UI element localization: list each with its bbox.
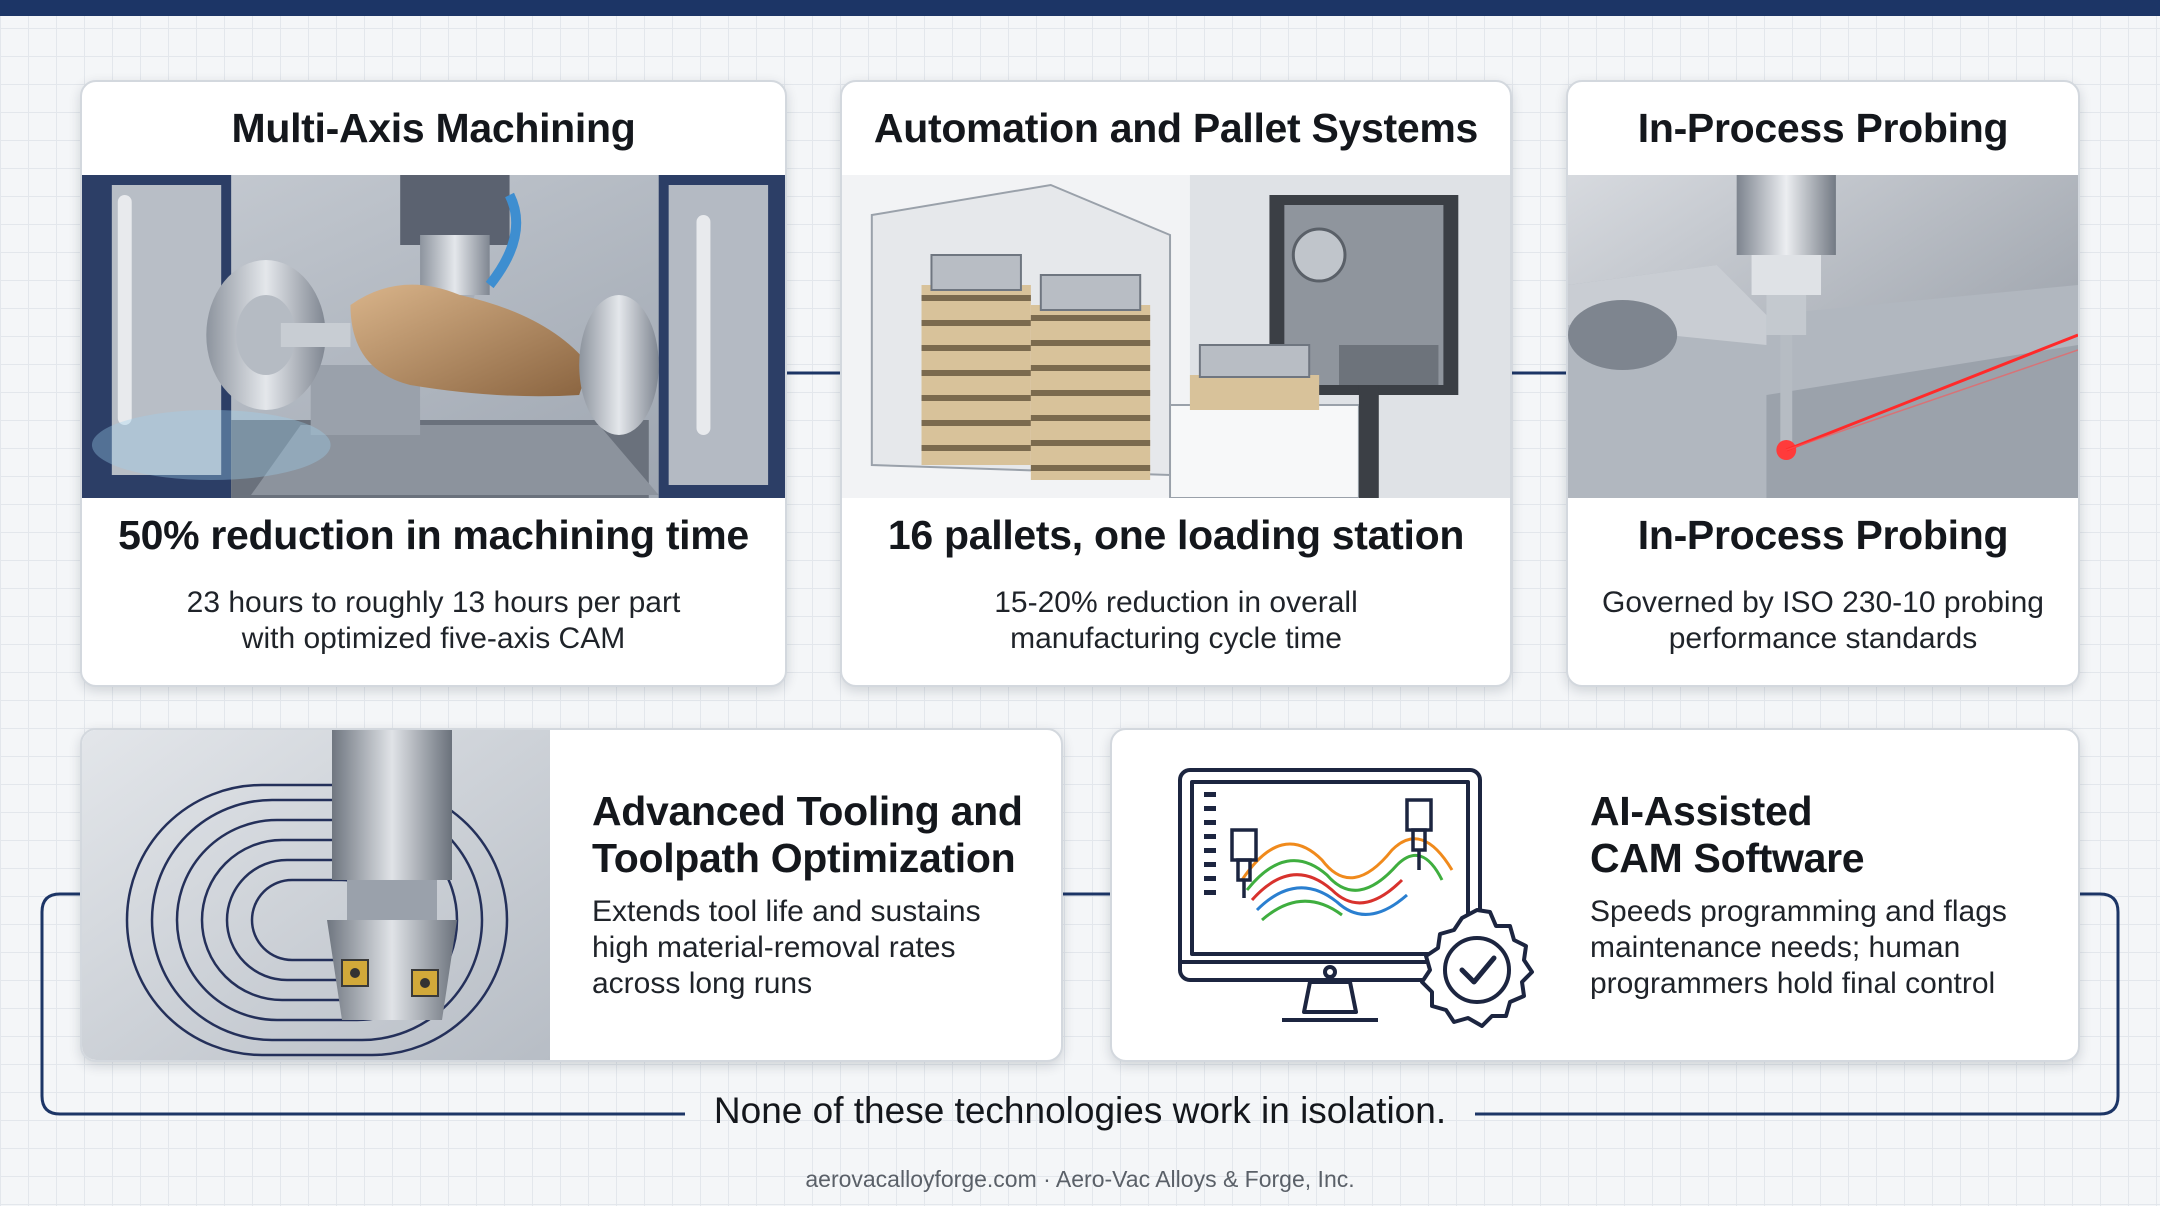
card-title: Multi-Axis Machining: [231, 105, 636, 151]
probing-image: [1568, 175, 2078, 498]
card-title: Automation and Pallet Systems: [873, 105, 1479, 151]
pallet-system-image: [842, 175, 1510, 498]
card-stat: 50% reduction in machining time: [118, 512, 749, 558]
footer-note: None of these technologies work in isola…: [713, 1090, 1447, 1131]
site-credit: aerovacalloyforge.com · Aero-Vac Alloys …: [805, 1166, 1355, 1192]
card-advanced-tooling: Advanced Tooling and Toolpath Optimizati…: [80, 728, 1063, 1062]
card-stat: In-Process Probing: [1637, 512, 2009, 558]
card-ai-cam-software: AI-Assisted CAM Software Speeds programm…: [1110, 728, 2080, 1062]
card-description: Extends tool life and sustains high mate…: [592, 895, 981, 1000]
card-description: 15-20% reduction in overall manufacturin…: [994, 586, 1358, 655]
monitor-cam-gear-check-icon: [1112, 730, 1580, 1060]
card-in-process-probing: In-Process Probing In-Proc: [1566, 80, 2080, 687]
card-description: Governed by ISO 230-10 probing performan…: [1602, 586, 2044, 655]
card-automation-pallet-systems: Automation and Pallet Systems: [840, 80, 1512, 687]
card-title: AI-Assisted CAM Software: [1590, 788, 1865, 881]
card-stat: 16 pallets, one loading station: [887, 512, 1465, 558]
card-multi-axis-machining: Multi-Axis Machining: [80, 80, 787, 687]
card-title: In-Process Probing: [1637, 105, 2009, 151]
milling-cutter-image: [82, 730, 550, 1060]
card-description: Speeds programming and flags maintenance…: [1590, 895, 2007, 1000]
top-accent-bar: [0, 0, 2160, 16]
card-description: 23 hours to roughly 13 hours per part wi…: [186, 586, 681, 655]
five-axis-machine-image: [82, 175, 785, 498]
card-title: Advanced Tooling and Toolpath Optimizati…: [592, 788, 1023, 881]
